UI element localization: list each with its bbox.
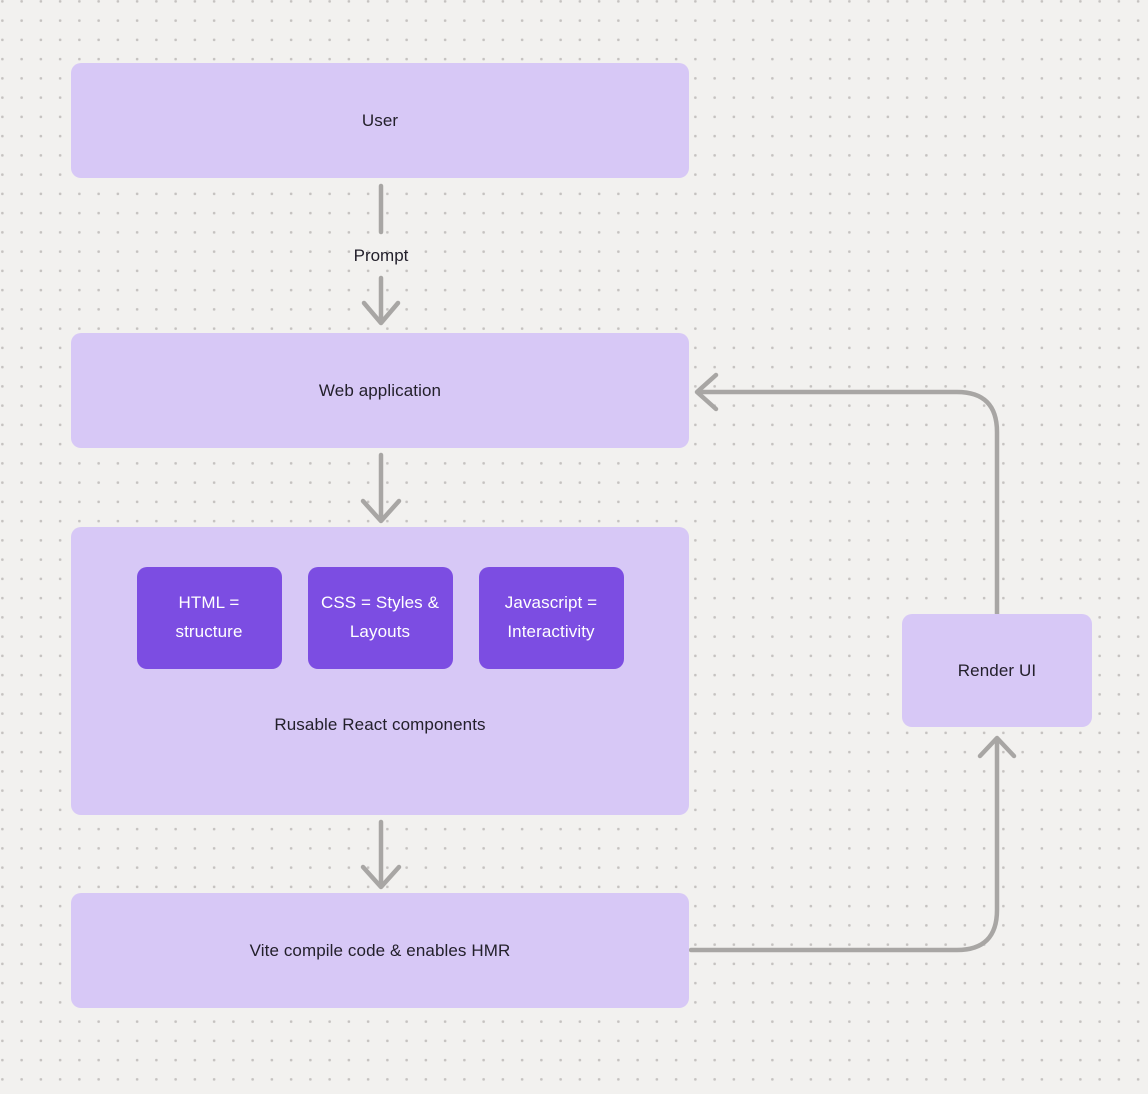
chip-html-label: HTML = structure <box>175 593 243 641</box>
node-render-ui[interactable]: Render UI <box>902 614 1092 727</box>
node-render-ui-label: Render UI <box>957 660 1037 680</box>
arrow-left-into-webapp-icon <box>694 372 719 412</box>
components-caption: Rusable React components <box>274 715 486 734</box>
chip-css-label: CSS = Styles & Layouts <box>320 593 440 641</box>
node-web-application[interactable]: Web application <box>71 333 689 448</box>
arrow-down-into-vite-icon <box>360 864 402 890</box>
chip-javascript[interactable]: Javascript = Interactivity <box>478 567 624 669</box>
node-components-container[interactable]: HTML = structure CSS = Styles & Layouts … <box>71 527 689 815</box>
edge-renderui-to-webapp-line <box>697 389 1000 619</box>
node-vite-label: Vite compile code & enables HMR <box>249 940 511 960</box>
arrow-up-into-renderui-icon <box>977 735 1017 759</box>
chip-javascript-label: Javascript = Interactivity <box>504 593 598 641</box>
arrow-down-into-webapp-icon <box>361 300 401 326</box>
chip-css[interactable]: CSS = Styles & Layouts <box>307 567 453 669</box>
node-user[interactable]: User <box>71 63 689 178</box>
components-chip-row: HTML = structure CSS = Styles & Layouts … <box>71 567 689 669</box>
edge-label-prompt: Prompt <box>353 246 409 265</box>
arrow-down-into-components-icon <box>360 498 402 524</box>
node-web-application-label: Web application <box>318 380 442 400</box>
node-user-label: User <box>361 110 399 130</box>
edge-vite-to-renderui-line <box>688 739 1000 953</box>
node-vite[interactable]: Vite compile code & enables HMR <box>71 893 689 1008</box>
chip-html[interactable]: HTML = structure <box>136 567 282 669</box>
